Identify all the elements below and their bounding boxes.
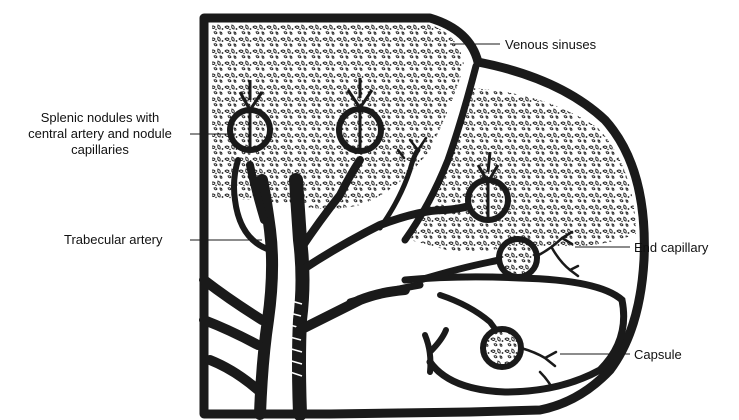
label-splenic-nodules-line3: capillaries xyxy=(0,142,200,158)
label-splenic-nodules-line2: central artery and nodule xyxy=(0,126,200,142)
trabecular-artery-trunk-2 xyxy=(296,180,303,414)
splenic-nodule-4 xyxy=(499,239,537,277)
label-end-capillary: End capillary xyxy=(634,240,708,256)
label-capsule: Capsule xyxy=(634,347,682,363)
label-trabecular-artery: Trabecular artery xyxy=(64,232,163,248)
splenic-nodule-5 xyxy=(483,329,521,367)
label-splenic-nodules-line1: Splenic nodules with xyxy=(0,110,200,126)
label-venous-sinuses: Venous sinuses xyxy=(505,37,596,53)
label-splenic-nodules: Splenic nodules with central artery and … xyxy=(0,110,200,158)
